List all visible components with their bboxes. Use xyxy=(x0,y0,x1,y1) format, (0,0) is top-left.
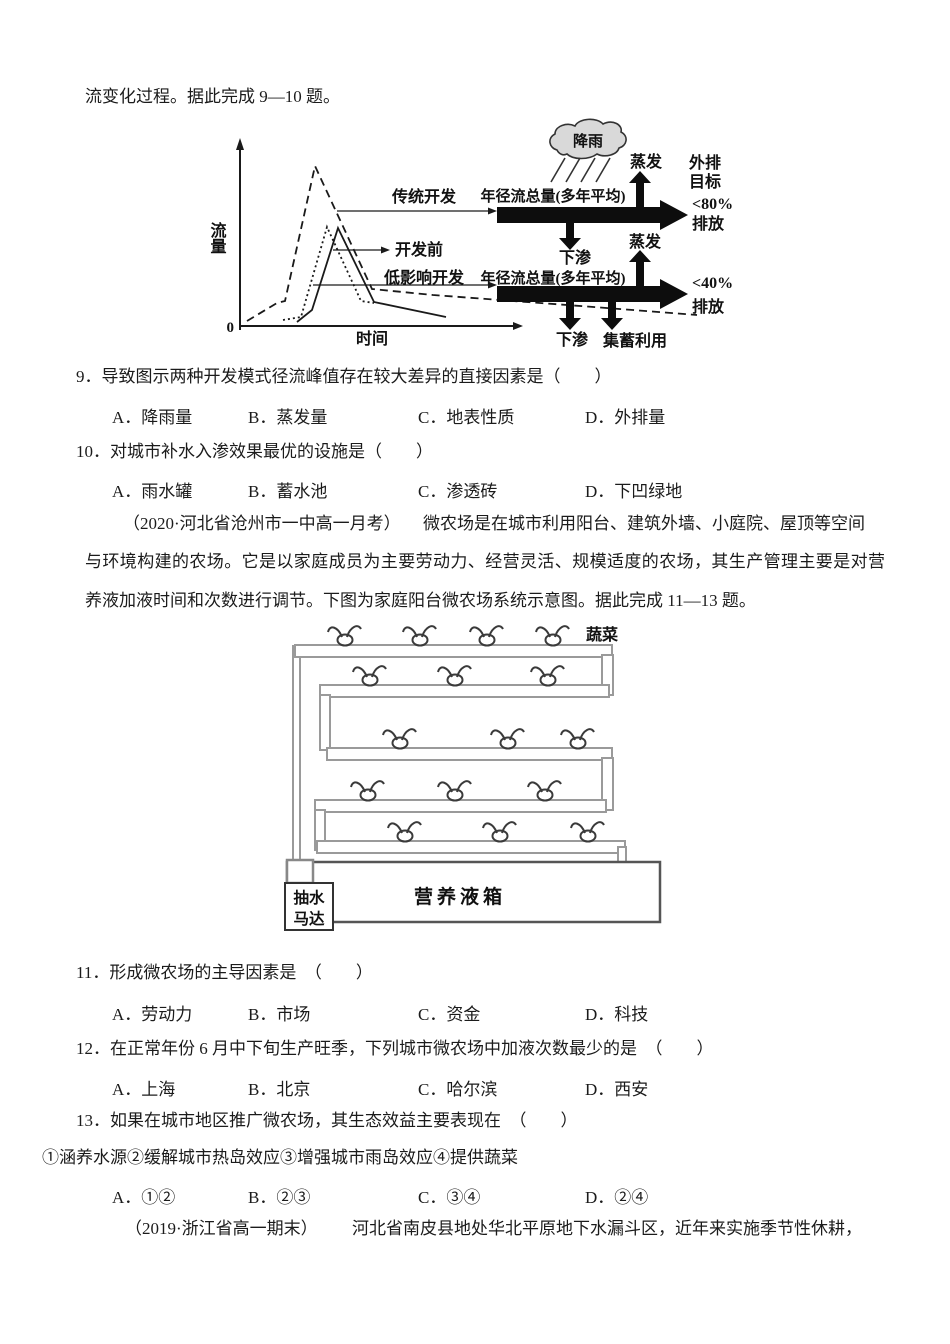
question-12-stem: 12．在正常年份 6 月中下旬生产旺季，下列城市微农场中加液次数最少的是 （ ） xyxy=(76,1039,714,1058)
question-12-option-b: B．北京 xyxy=(248,1080,311,1099)
question-10-option-c: C．渗透砖 xyxy=(418,482,498,501)
traditional-arrowhead xyxy=(488,207,497,215)
rain-streaks xyxy=(550,157,611,183)
question-11-option-b: B．市场 xyxy=(248,1005,311,1024)
pump-label-line1: 抽水 xyxy=(293,888,325,907)
runoff-development-figure: 0 流量 时间 传统开发 开发前 低影响开发 降雨 年径流总量(多年平均) 蒸 xyxy=(208,118,733,350)
microfarm-passage-line3: 养液加液时间和次数进行调节。下图为家庭阳台微农场系统示意图。据此完成 11—13… xyxy=(85,591,756,610)
question-13-option-d: D．②④ xyxy=(585,1188,649,1207)
shelf-4 xyxy=(314,799,607,813)
rain-label: 降雨 xyxy=(573,132,603,150)
question-11-option-d: D．科技 xyxy=(585,1005,649,1024)
annual-runoff-label-top: 年径流总量(多年平均) xyxy=(481,187,626,205)
question-13-items: ①涵养水源②缓解城市热岛效应③增强城市雨岛效应④提供蔬菜 xyxy=(42,1148,518,1167)
vegetables-label: 蔬菜 xyxy=(586,625,618,644)
shelf-2 xyxy=(319,684,610,698)
question-11-stem: 11．形成微农场的主导因素是 （ ） xyxy=(76,963,373,982)
question-9-option-b: B．蒸发量 xyxy=(248,408,328,427)
question-12-option-a: A．上海 xyxy=(112,1080,176,1099)
pre-development-arrowhead xyxy=(381,246,390,254)
question-9-option-c: C．地表性质 xyxy=(418,408,515,427)
evaporation-label-bottom: 蒸发 xyxy=(629,232,662,251)
microfarm-passage-line1: 微农场是在城市利用阳台、建筑外墙、小庭院、屋顶等空间 xyxy=(423,514,865,533)
low-impact-label: 低影响开发 xyxy=(383,268,465,287)
pre-development-curve xyxy=(296,225,447,323)
evaporation-label-top: 蒸发 xyxy=(630,152,663,171)
question-9-option-d: D．外排量 xyxy=(585,408,666,427)
question-11-option-a: A．劳动力 xyxy=(112,1005,193,1024)
pump-label-line2: 马达 xyxy=(293,909,325,928)
fallow-passage-source: （2019·浙江省高一期末） xyxy=(125,1219,318,1238)
discharge-label-bottom: 排放 xyxy=(692,297,725,316)
low-impact-arrowhead xyxy=(488,281,497,289)
storage-arrow xyxy=(601,302,623,330)
shelf-wall-right-3 xyxy=(601,757,614,811)
infiltration-arrow-bottom xyxy=(559,302,581,330)
question-11-option-c: C．资金 xyxy=(418,1005,481,1024)
question-10-option-b: B．蓄水池 xyxy=(248,482,328,501)
shelf-5 xyxy=(316,840,626,854)
question-12-option-d: D．西安 xyxy=(585,1080,649,1099)
time-axis-label: 时间 xyxy=(356,329,388,348)
question-13-option-c: C．③④ xyxy=(418,1188,481,1207)
infiltration-label-top: 下渗 xyxy=(559,248,592,267)
infiltration-label-bottom: 下渗 xyxy=(556,330,589,349)
discharge-target-line2: 目标 xyxy=(689,173,721,191)
microfarm-figure: 蔬菜 抽水 马达 营养液箱 xyxy=(284,625,662,931)
nutrient-tank xyxy=(285,860,662,924)
evaporation-arrow-bottom xyxy=(629,250,651,286)
pump xyxy=(285,858,315,885)
discharge-target-line1: 外排 xyxy=(688,153,721,172)
storage-use-label: 集蓄利用 xyxy=(602,331,667,350)
origin-label: 0 xyxy=(227,320,235,336)
lt80-label: <80% xyxy=(692,196,733,213)
question-10-option-a: A．雨水罐 xyxy=(112,482,193,501)
question-12-option-c: C．哈尔滨 xyxy=(418,1080,498,1099)
flow-axis-label: 流量 xyxy=(208,221,227,254)
discharge-label-top: 排放 xyxy=(692,214,725,233)
annual-runoff-label-bottom: 年径流总量(多年平均) xyxy=(481,269,626,287)
x-axis-arrowhead xyxy=(513,322,523,330)
y-axis-arrowhead xyxy=(236,138,244,150)
question-10-option-d: D．下凹绿地 xyxy=(585,482,683,501)
question-10-stem: 10．对城市补水入渗效果最优的设施是（ ） xyxy=(76,442,433,461)
pre-development-label: 开发前 xyxy=(395,240,443,259)
feed-pipe xyxy=(292,645,301,861)
question-13-option-a: A．①② xyxy=(112,1188,176,1207)
question-13-option-b: B．②③ xyxy=(248,1188,311,1207)
rain-cloud xyxy=(549,118,627,160)
low-impact-development-curve xyxy=(282,224,375,321)
shelf-1 xyxy=(294,644,613,658)
runoff-flow-arrow-top xyxy=(497,200,688,230)
shelf-3 xyxy=(326,747,613,761)
fallow-passage-text: 河北省南皮县地处华北平原地下水漏斗区，近年来实施季节性休耕， xyxy=(352,1219,862,1238)
runoff-flow-arrow-bottom xyxy=(497,279,688,309)
question-13-stem: 13．如果在城市地区推广微农场，其生态效益主要表现在 （ ） xyxy=(76,1111,578,1130)
lt40-label: <40% xyxy=(692,275,733,292)
pump-label-box xyxy=(284,882,334,931)
question-9-option-a: A．降雨量 xyxy=(112,408,193,427)
nutrient-tank-label: 营养液箱 xyxy=(414,885,506,908)
microfarm-passage-source: （2020·河北省沧州市一中高一月考） xyxy=(123,514,401,533)
traditional-development-curve xyxy=(246,163,698,322)
microfarm-passage-line2: 与环境构建的农场。它是以家庭成员为主要劳动力、经营灵活、规模适度的农场，其生产管… xyxy=(85,552,886,571)
traditional-label: 传统开发 xyxy=(391,187,457,206)
question-9-stem: 9．导致图示两种开发模式径流峰值存在较大差异的直接因素是（ ） xyxy=(76,367,612,386)
infiltration-arrow-top xyxy=(559,223,581,250)
intro-line: 流变化过程。据此完成 9—10 题。 xyxy=(85,87,340,106)
shelf-wall-left-2 xyxy=(319,694,331,751)
evaporation-arrow-top xyxy=(629,171,651,207)
